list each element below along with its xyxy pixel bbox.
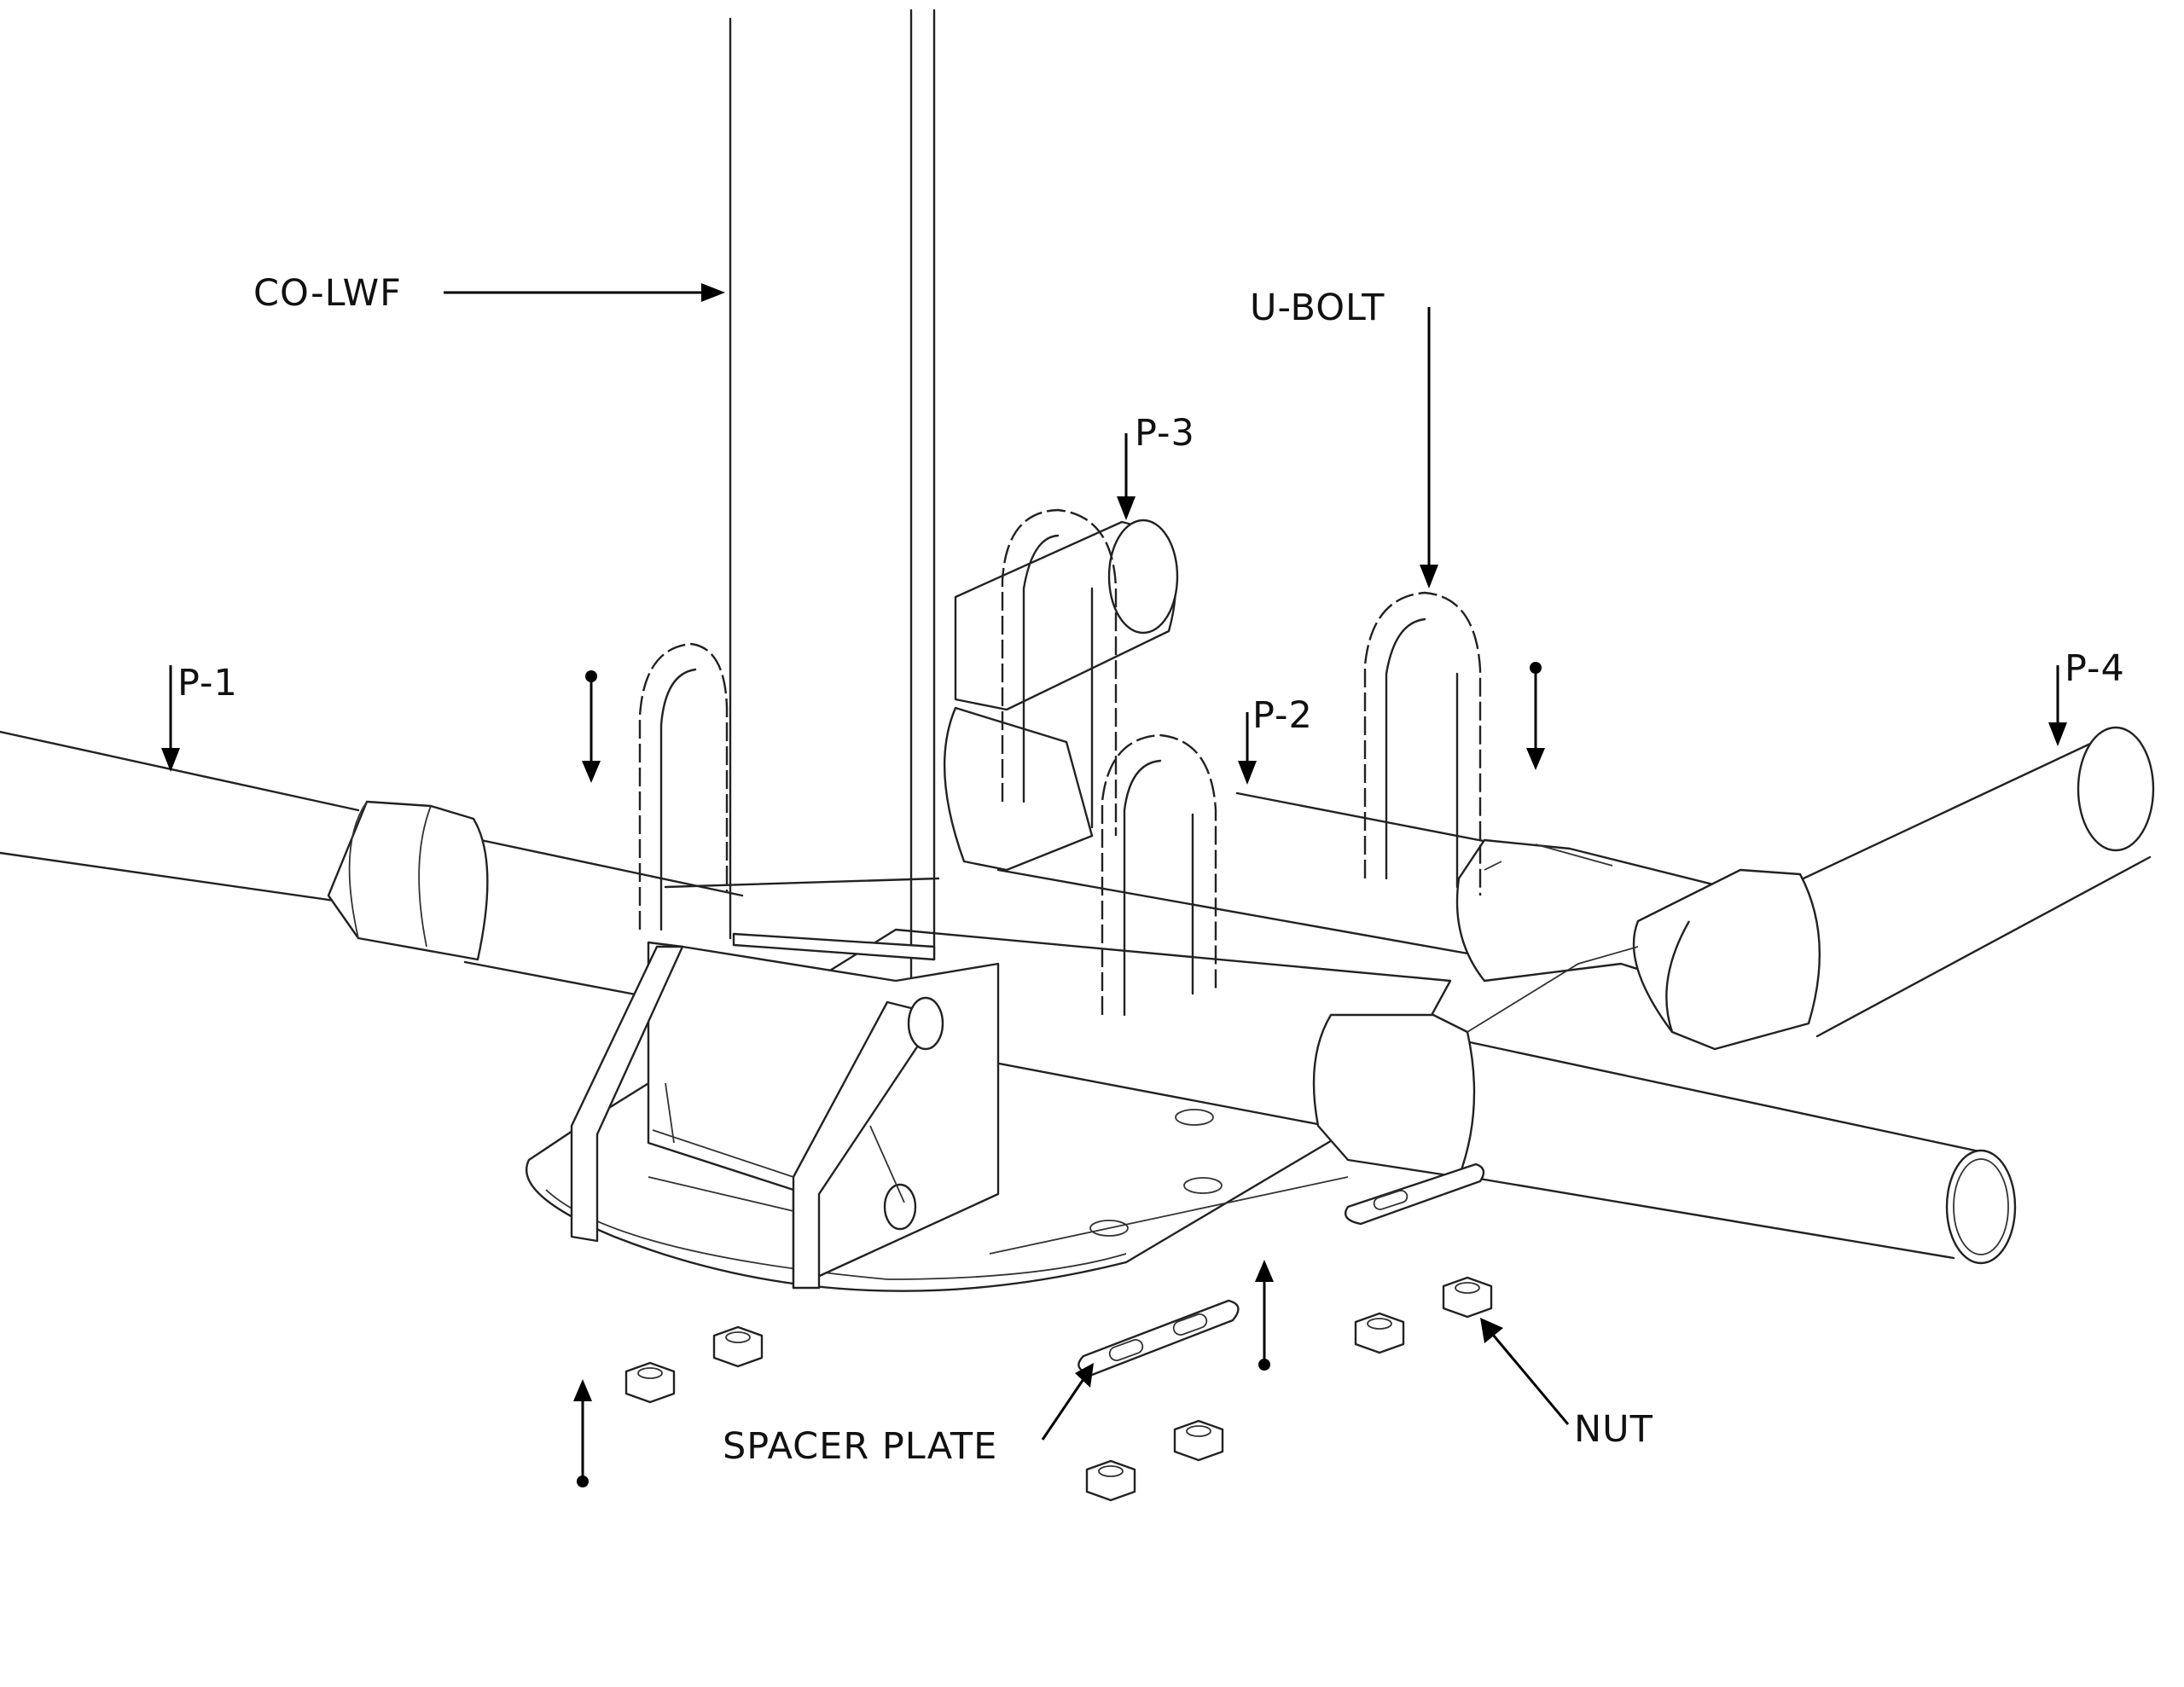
spacer-plate-back xyxy=(1344,1162,1485,1226)
coupling-tee xyxy=(1312,838,1821,1179)
spacer-plate-front xyxy=(1077,1299,1240,1377)
label-p2: P-2 xyxy=(1238,694,1313,785)
u-bolt-middle xyxy=(1101,733,1217,1017)
u-bolt-left xyxy=(638,642,729,931)
label-co-lwf-text: CO-LWF xyxy=(253,272,402,315)
nut-6 xyxy=(1442,1276,1493,1319)
nut-1 xyxy=(624,1361,676,1404)
u-bolt-back xyxy=(1001,508,1118,836)
label-p3-text: P-3 xyxy=(1135,412,1195,455)
nut-3 xyxy=(1085,1459,1136,1502)
label-p1: P-1 xyxy=(161,662,238,772)
motion-arrow-up-left xyxy=(573,1379,592,1487)
label-p4: P-4 xyxy=(2048,647,2125,746)
label-nut-text: NUT xyxy=(1574,1408,1653,1451)
nut-5 xyxy=(1354,1312,1405,1354)
label-spacer-plate-text: SPACER PLATE xyxy=(723,1425,997,1468)
label-spacer-plate: SPACER PLATE xyxy=(723,1363,1094,1468)
coupling-left xyxy=(327,800,489,961)
label-u-bolt-text: U-BOLT xyxy=(1250,287,1385,329)
label-p2-text: P-2 xyxy=(1252,694,1313,737)
pipe-p1 xyxy=(0,730,2017,1265)
motion-arrow-down-left xyxy=(582,670,601,783)
label-u-bolt: U-BOLT xyxy=(1250,287,1438,588)
label-nut: NUT xyxy=(1480,1318,1653,1451)
label-p3: P-3 xyxy=(1117,412,1195,520)
label-p1-text: P-1 xyxy=(177,662,238,704)
nut-2 xyxy=(712,1325,764,1368)
pipe-p4 xyxy=(1747,726,2155,1038)
nut-4 xyxy=(1173,1419,1224,1462)
motion-arrow-up-center xyxy=(1255,1260,1274,1371)
u-bolt-right xyxy=(1363,591,1482,896)
label-co-lwf: CO-LWF xyxy=(253,272,725,315)
pipe-p3 xyxy=(943,519,1179,872)
post-bracket xyxy=(570,941,1000,1290)
post-co-lwf xyxy=(729,9,936,983)
label-p4-text: P-4 xyxy=(2065,647,2125,690)
motion-arrow-down-right xyxy=(1526,662,1545,770)
